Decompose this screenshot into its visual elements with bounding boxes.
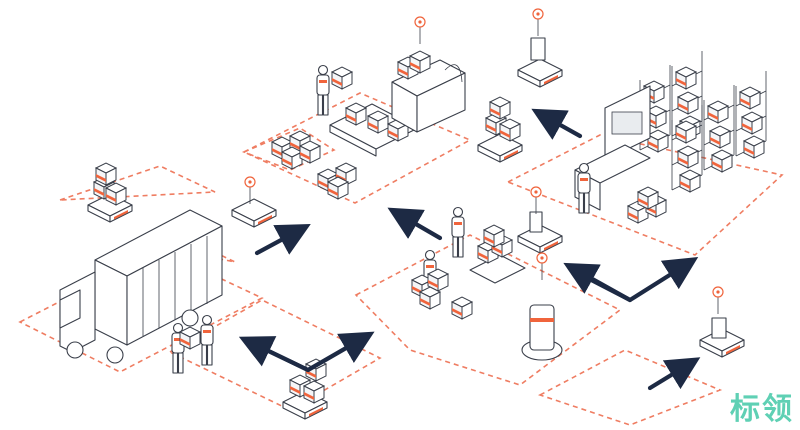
agv-robot-dock xyxy=(231,176,277,228)
worker-icon xyxy=(451,206,465,258)
arrow-icon xyxy=(254,224,311,256)
box-pile-sorting xyxy=(411,268,473,320)
arrow-icon xyxy=(647,357,701,391)
box-stack-icon xyxy=(331,66,353,90)
operator-station-icon xyxy=(574,85,651,214)
arrow-icon xyxy=(531,108,583,140)
zone-sorting xyxy=(354,234,622,386)
agv-with-boxes-left xyxy=(87,162,133,223)
box-stack-icon xyxy=(179,326,201,350)
picking-robot-icon xyxy=(521,252,563,361)
zone-agv-return xyxy=(537,349,723,426)
arrow-icon xyxy=(387,207,443,241)
agv-robot-top xyxy=(517,8,563,88)
arrow-icon xyxy=(238,331,375,373)
box-pile-storage xyxy=(627,186,667,224)
watermark-logo: 标领 xyxy=(730,392,794,427)
cart-with-boxes xyxy=(469,224,526,284)
agv-robot-sorting xyxy=(517,186,563,254)
worker-icon xyxy=(200,314,214,366)
zone-loading-dock xyxy=(18,249,264,373)
box-pile-left xyxy=(271,130,357,200)
zone-picking-left xyxy=(241,127,336,171)
zone-truck-top xyxy=(59,165,216,201)
zone-dispatch xyxy=(168,299,382,411)
arrow-icon xyxy=(563,257,699,303)
location-pin-icon xyxy=(414,16,426,45)
robot-arm-icon xyxy=(391,50,466,133)
zone-storage xyxy=(506,134,784,256)
agv-robot-return xyxy=(699,286,745,358)
agv-with-boxes-mid xyxy=(477,96,523,163)
worker-icon xyxy=(316,64,330,116)
shelf-rack-icon xyxy=(640,51,766,192)
truck-icon xyxy=(59,209,223,364)
